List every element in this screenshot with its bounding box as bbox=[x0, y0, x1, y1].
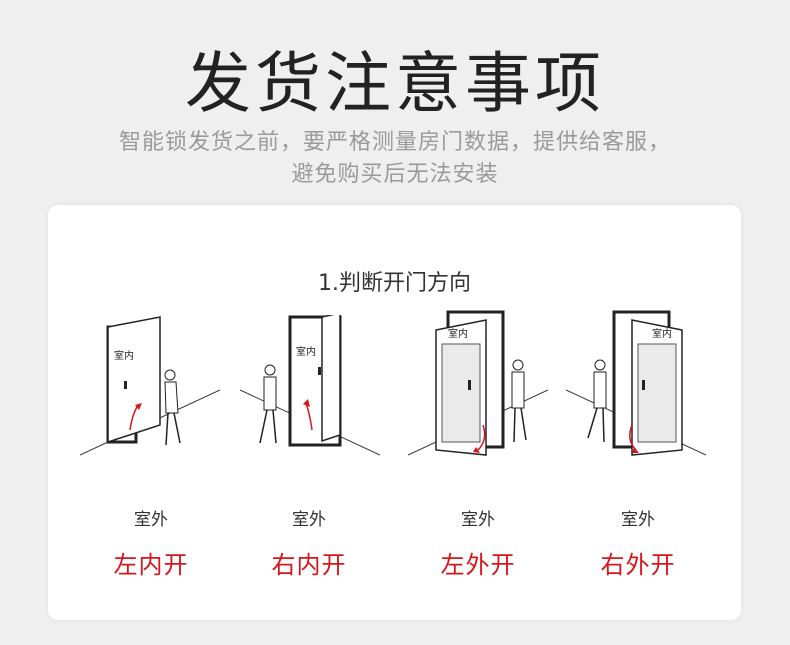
room-label: 室内 bbox=[296, 345, 316, 358]
door-illustration-left-outward: 室内 bbox=[408, 310, 548, 456]
page-title: 发货注意事项 bbox=[185, 45, 605, 122]
outside-label: 室外 bbox=[461, 510, 495, 530]
direction-right-inward: 右内开 bbox=[271, 551, 347, 579]
door-illustration-right-inward: 室内 bbox=[240, 315, 380, 456]
direction-left-outward: 左外开 bbox=[440, 551, 516, 579]
section-title: 1.判断开门方向 bbox=[318, 271, 471, 296]
outside-label: 室外 bbox=[134, 510, 168, 530]
header: 发货注意事项 智能锁发货之前，要严格测量房门数据，提供给客服， 避免购买后无法安… bbox=[0, 0, 790, 205]
room-label: 室内 bbox=[652, 327, 672, 340]
direction-left-inward: 左内开 bbox=[113, 551, 189, 579]
subtitle-line-2: 避免购买后无法安装 bbox=[291, 162, 499, 187]
door-illustration-left-inward: 室内 bbox=[80, 316, 220, 456]
room-label: 室内 bbox=[114, 349, 134, 362]
outside-label: 室外 bbox=[621, 510, 655, 530]
direction-right-outward: 右外开 bbox=[600, 551, 676, 579]
door-illustration-right-outward: 室内 bbox=[566, 310, 706, 456]
subtitle-line-1: 智能锁发货之前，要严格测量房门数据，提供给客服， bbox=[118, 130, 671, 155]
outside-label: 室外 bbox=[292, 510, 326, 530]
room-label: 室内 bbox=[448, 327, 468, 340]
door-direction-card: 1.判断开门方向 室内 室外 左内开 室内 室外 右内开 bbox=[48, 205, 741, 620]
